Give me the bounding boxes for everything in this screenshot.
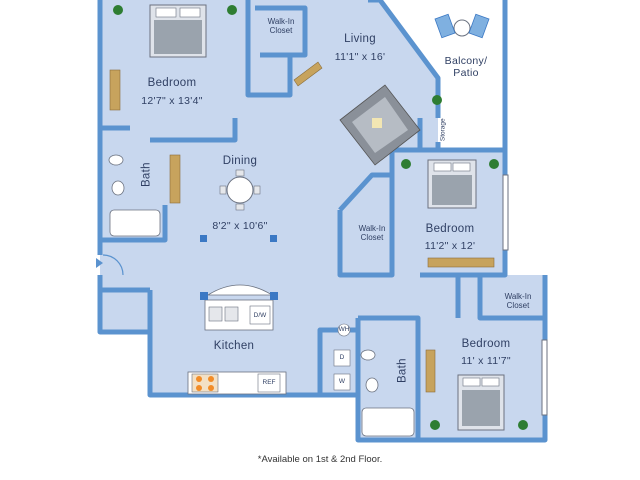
dining-table-icon bbox=[219, 169, 261, 211]
bedroom3-size: 11' x 11'7" bbox=[461, 355, 511, 367]
bedroom2-label: Bedroom bbox=[425, 223, 475, 235]
bed-icon bbox=[457, 374, 505, 431]
bed-icon bbox=[149, 4, 207, 58]
dishwasher-label: D/W bbox=[253, 312, 267, 319]
entry-door bbox=[96, 254, 124, 276]
bedroom2-size: 11'2" x 12' bbox=[424, 240, 476, 252]
windows bbox=[502, 174, 548, 416]
bath2-label: Bath bbox=[396, 358, 409, 384]
dining-size: 8'2" x 10'6" bbox=[212, 220, 268, 232]
bed-icon bbox=[427, 159, 477, 209]
refrigerator-label: REF bbox=[262, 379, 276, 386]
kitchen-label: Kitchen bbox=[213, 340, 255, 352]
walkin1-label: Walk-In Closet bbox=[267, 17, 295, 36]
bath1-label: Bath bbox=[140, 162, 153, 188]
availability-footnote: *Available on 1st & 2nd Floor. bbox=[257, 454, 383, 465]
laundry-fixtures bbox=[333, 323, 351, 391]
walkin2-label: Walk-In Closet bbox=[358, 224, 386, 243]
column-markers bbox=[200, 235, 277, 242]
living-size: 11'1" x 16' bbox=[334, 51, 386, 63]
kitchen-counters bbox=[187, 284, 287, 395]
bath-fixtures bbox=[108, 154, 415, 437]
washer-label: W bbox=[338, 378, 346, 385]
storage-label: Storage bbox=[439, 118, 447, 142]
dryer-label: D bbox=[339, 354, 345, 361]
bedroom3-label: Bedroom bbox=[461, 338, 511, 350]
sofa-icon bbox=[339, 84, 421, 166]
plant-icon bbox=[113, 5, 528, 430]
walkin3-label: Walk-In Closet bbox=[504, 292, 532, 311]
living-label: Living bbox=[344, 33, 376, 45]
dresser-icon bbox=[109, 61, 495, 393]
bedroom1-label: Bedroom bbox=[147, 77, 197, 89]
dining-label: Dining bbox=[222, 155, 258, 167]
balcony-label: Balcony/ Patio bbox=[444, 55, 488, 80]
water-heater-label: WH bbox=[338, 326, 350, 333]
bedroom1-size: 12'7" x 13'4" bbox=[141, 95, 203, 107]
patio-chairs-icon bbox=[434, 13, 490, 39]
balcony-area bbox=[380, 0, 505, 150]
walls bbox=[97, 0, 548, 443]
